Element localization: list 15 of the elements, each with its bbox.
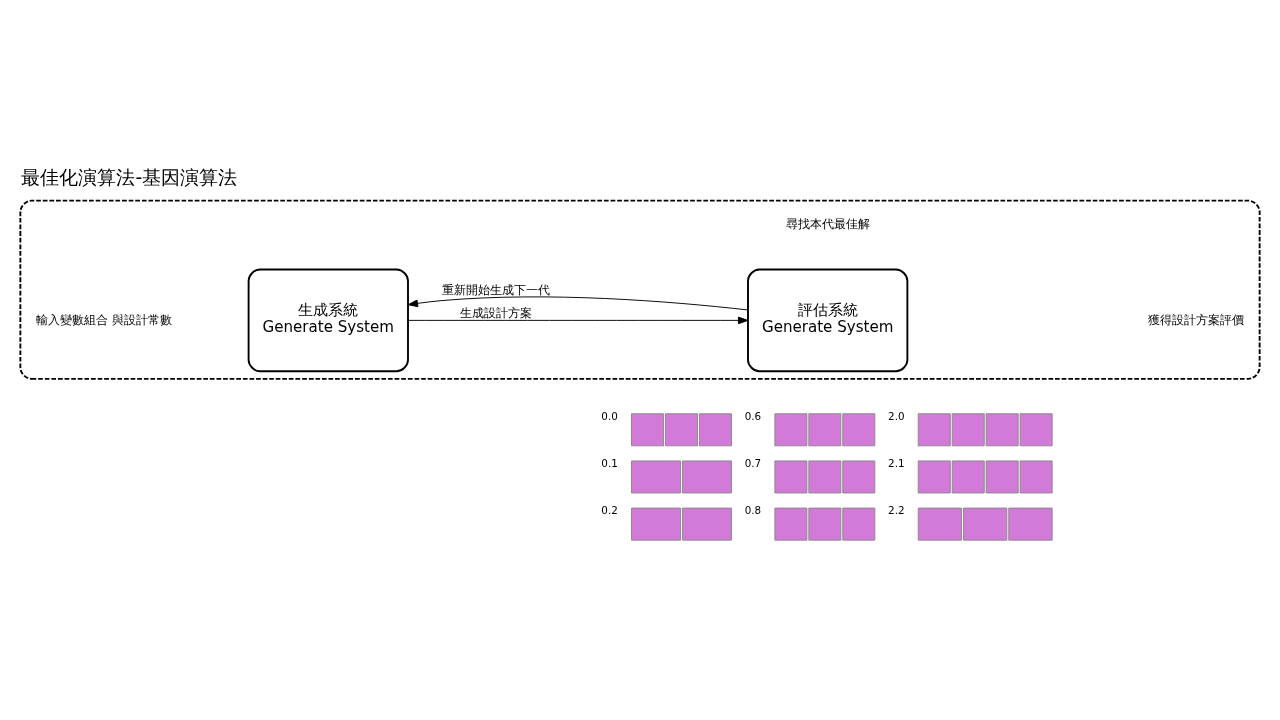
diagram-title: 最佳化演算法-基因演算法 [21, 165, 238, 188]
label: 2.0 [888, 410, 905, 423]
label: 0.7 [744, 457, 762, 470]
label: 獲得設計方案評價 [1147, 312, 1244, 327]
label: 尋找本代最佳解 [785, 217, 870, 232]
edge-label: 生成設計方案 [460, 305, 533, 320]
edge-label: 重新開始生成下一代 [442, 283, 551, 298]
label: 2.1 [888, 457, 905, 470]
label: 輸入變數組合 與設計常數 [35, 312, 172, 327]
label: 0.0 [601, 410, 618, 423]
label: 0.8 [744, 504, 762, 517]
label: 2.2 [888, 504, 905, 517]
label: 0.2 [601, 504, 618, 517]
label: 0.1 [601, 457, 618, 470]
label: 0.6 [744, 410, 762, 423]
